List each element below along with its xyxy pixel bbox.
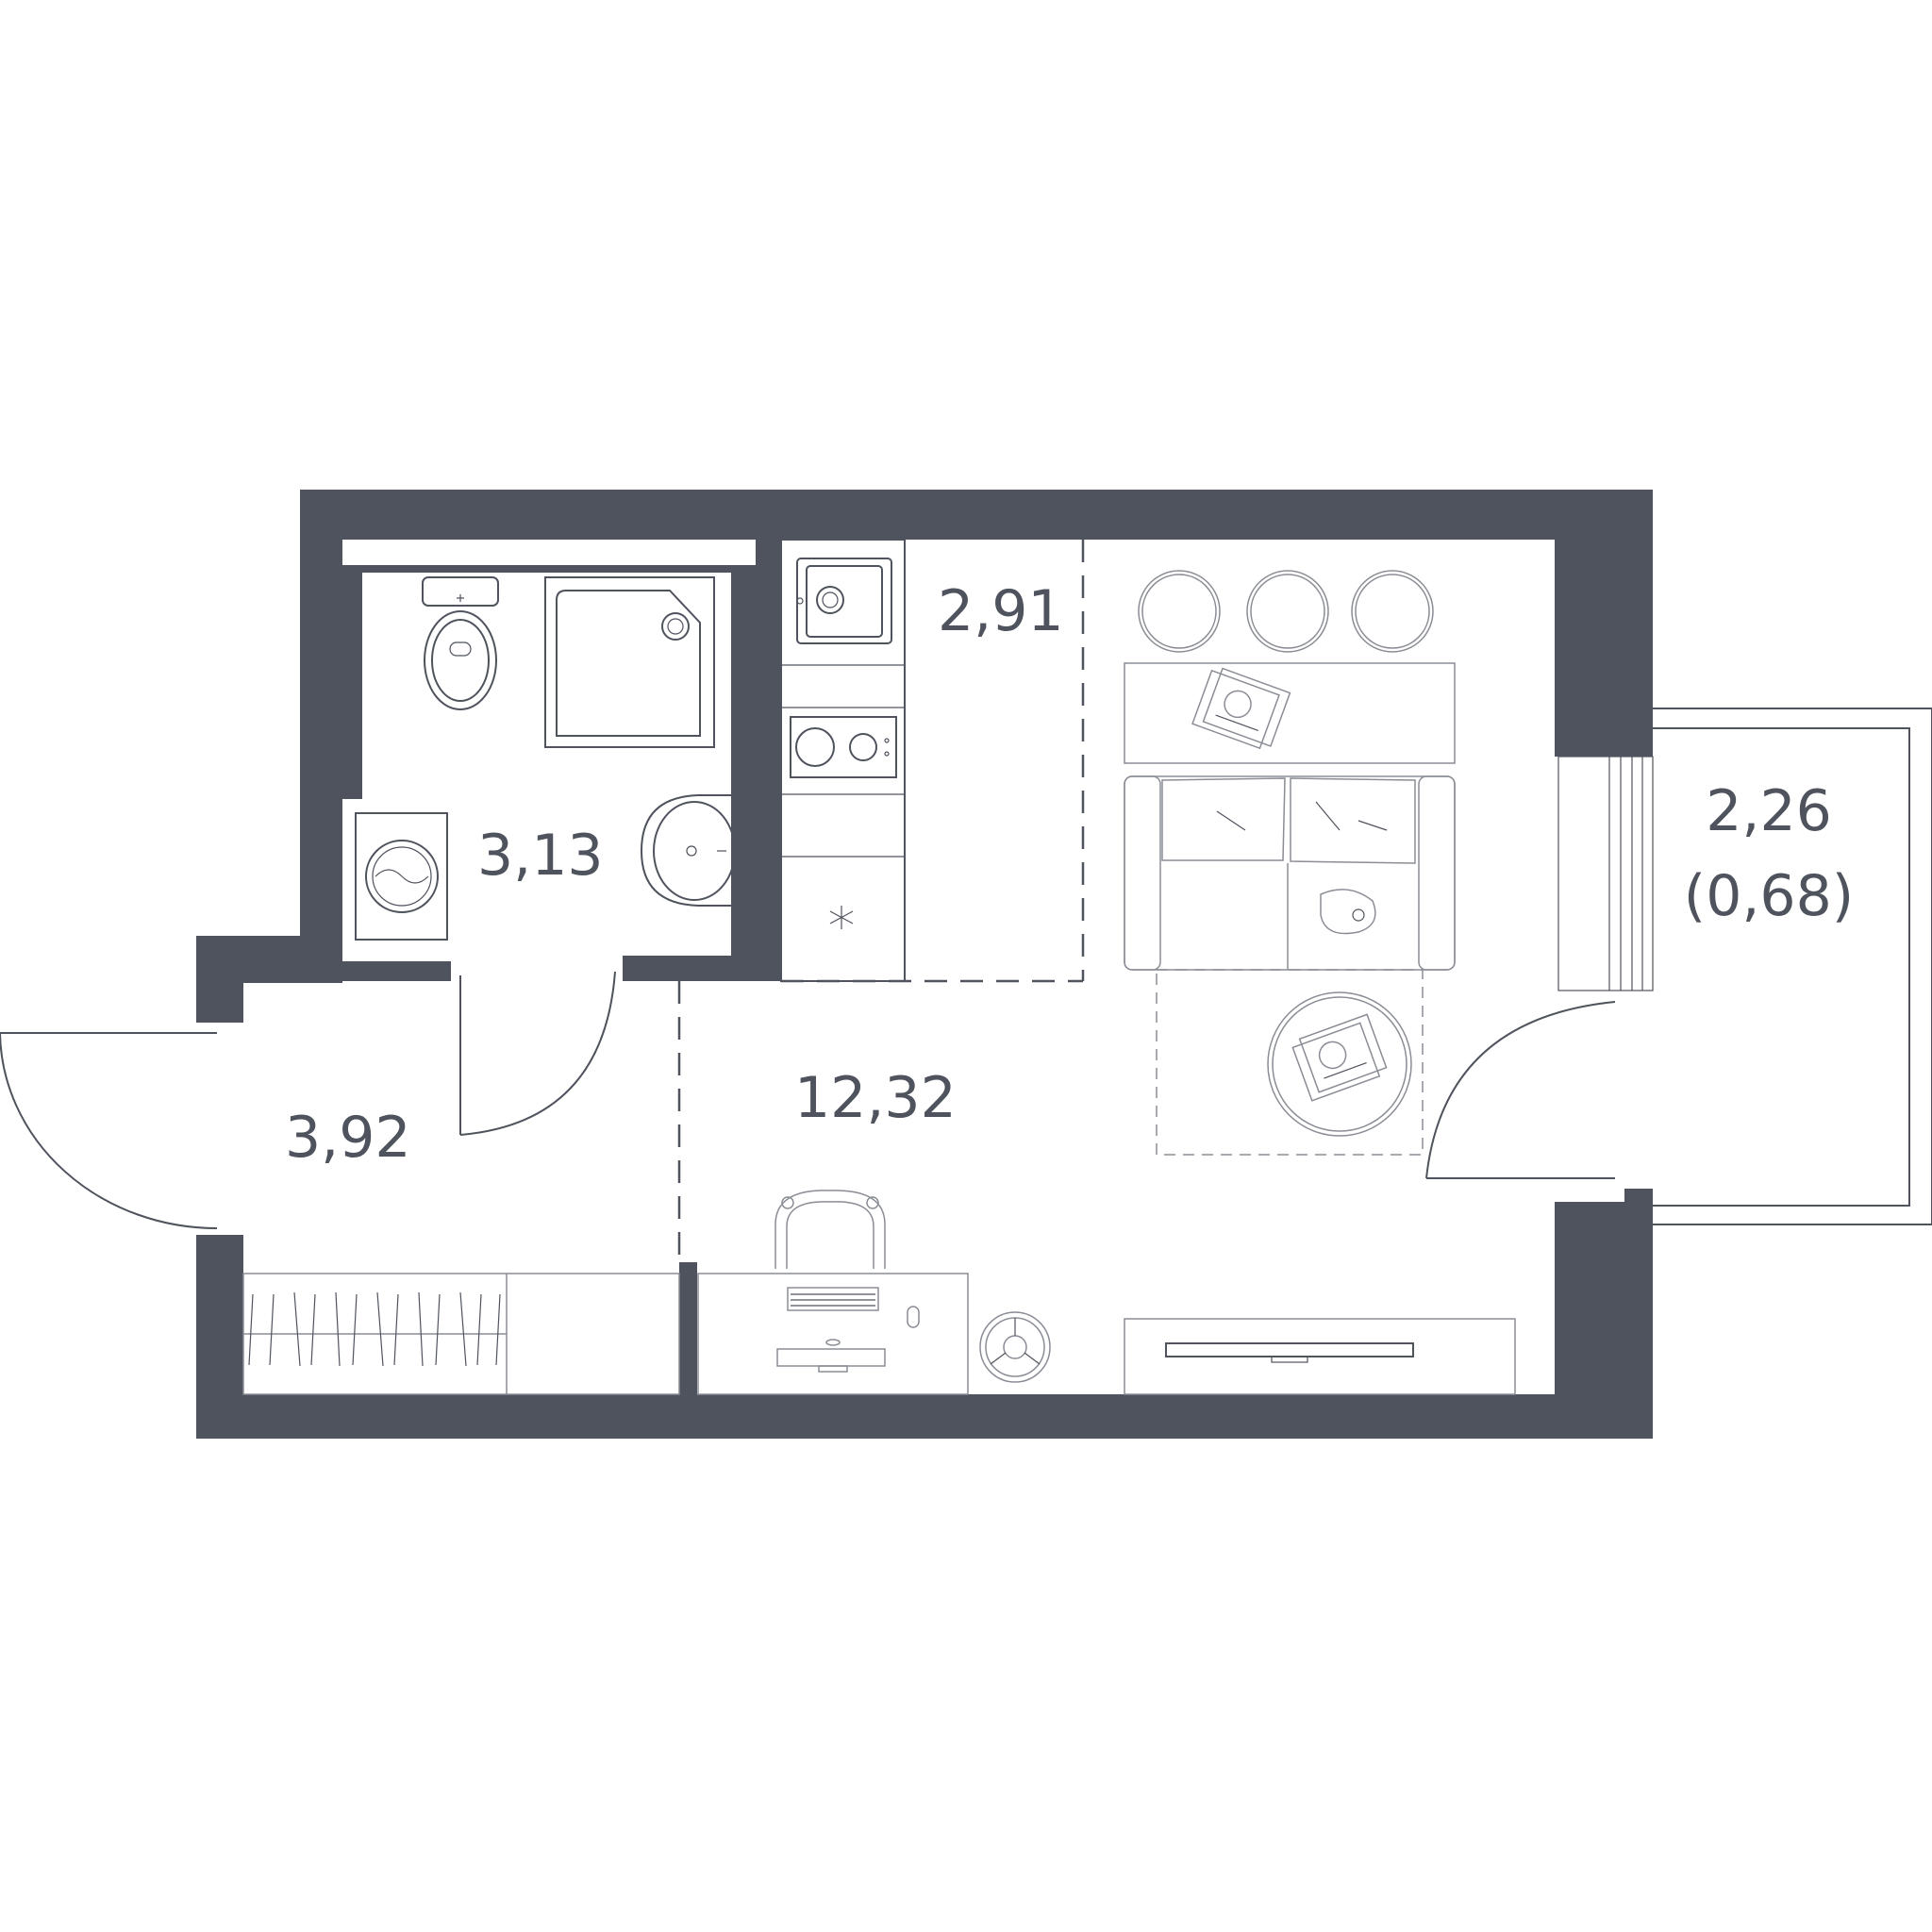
dining-stools — [1138, 570, 1434, 653]
kitchen-area-label: 2,91 — [938, 578, 1064, 644]
window-frame — [1557, 756, 1654, 991]
kitchen-sink — [796, 558, 892, 644]
hallway-area-label: 3,92 — [285, 1105, 411, 1171]
wall-closet-partition — [679, 1262, 697, 1394]
wall-bath-bottom-left — [342, 961, 451, 981]
fridge-star-icon — [829, 906, 854, 929]
wall-balcony-stub — [1624, 1189, 1653, 1208]
sofa — [1124, 775, 1456, 971]
wall-top — [300, 490, 1653, 540]
washing-machine — [355, 812, 448, 941]
wall-bath-inner-left — [342, 573, 362, 799]
balcony-reduced-area-label: (0,68) — [1684, 863, 1854, 929]
round-ottoman — [979, 1311, 1051, 1383]
dining-table — [1124, 662, 1456, 764]
wall-bath-inner-top — [342, 565, 756, 573]
wardrobe — [242, 1273, 680, 1395]
bathroom-area-label: 3,13 — [477, 823, 604, 889]
wall-right-upper — [1555, 490, 1653, 757]
balcony — [1653, 708, 1932, 1225]
walls — [196, 490, 1653, 1439]
wall-left-upper — [300, 490, 342, 963]
tv-stand — [1124, 1318, 1516, 1395]
coffee-table — [1267, 991, 1412, 1137]
entrance-door — [0, 1032, 218, 1229]
kitchen-counter — [780, 539, 906, 982]
rug — [1156, 969, 1424, 1156]
balcony-area-label: 2,26 — [1706, 778, 1832, 844]
wall-right-lower — [1555, 1202, 1653, 1439]
toilet — [422, 576, 499, 710]
office-chair — [774, 1190, 886, 1269]
wall-bath-kitchen — [756, 540, 781, 981]
bathroom-door — [459, 971, 616, 1136]
wall-left-stub — [196, 936, 243, 1023]
shower-tray — [544, 576, 715, 748]
desk — [697, 1273, 969, 1395]
sink — [640, 794, 736, 907]
wall-bottom — [196, 1394, 1653, 1439]
living-area-label: 12,32 — [794, 1065, 957, 1131]
cooktop — [790, 716, 897, 778]
balcony-door — [1425, 1001, 1616, 1179]
wall-bath-inner-right — [731, 573, 756, 958]
wall-bath-bottom-right — [623, 956, 781, 981]
